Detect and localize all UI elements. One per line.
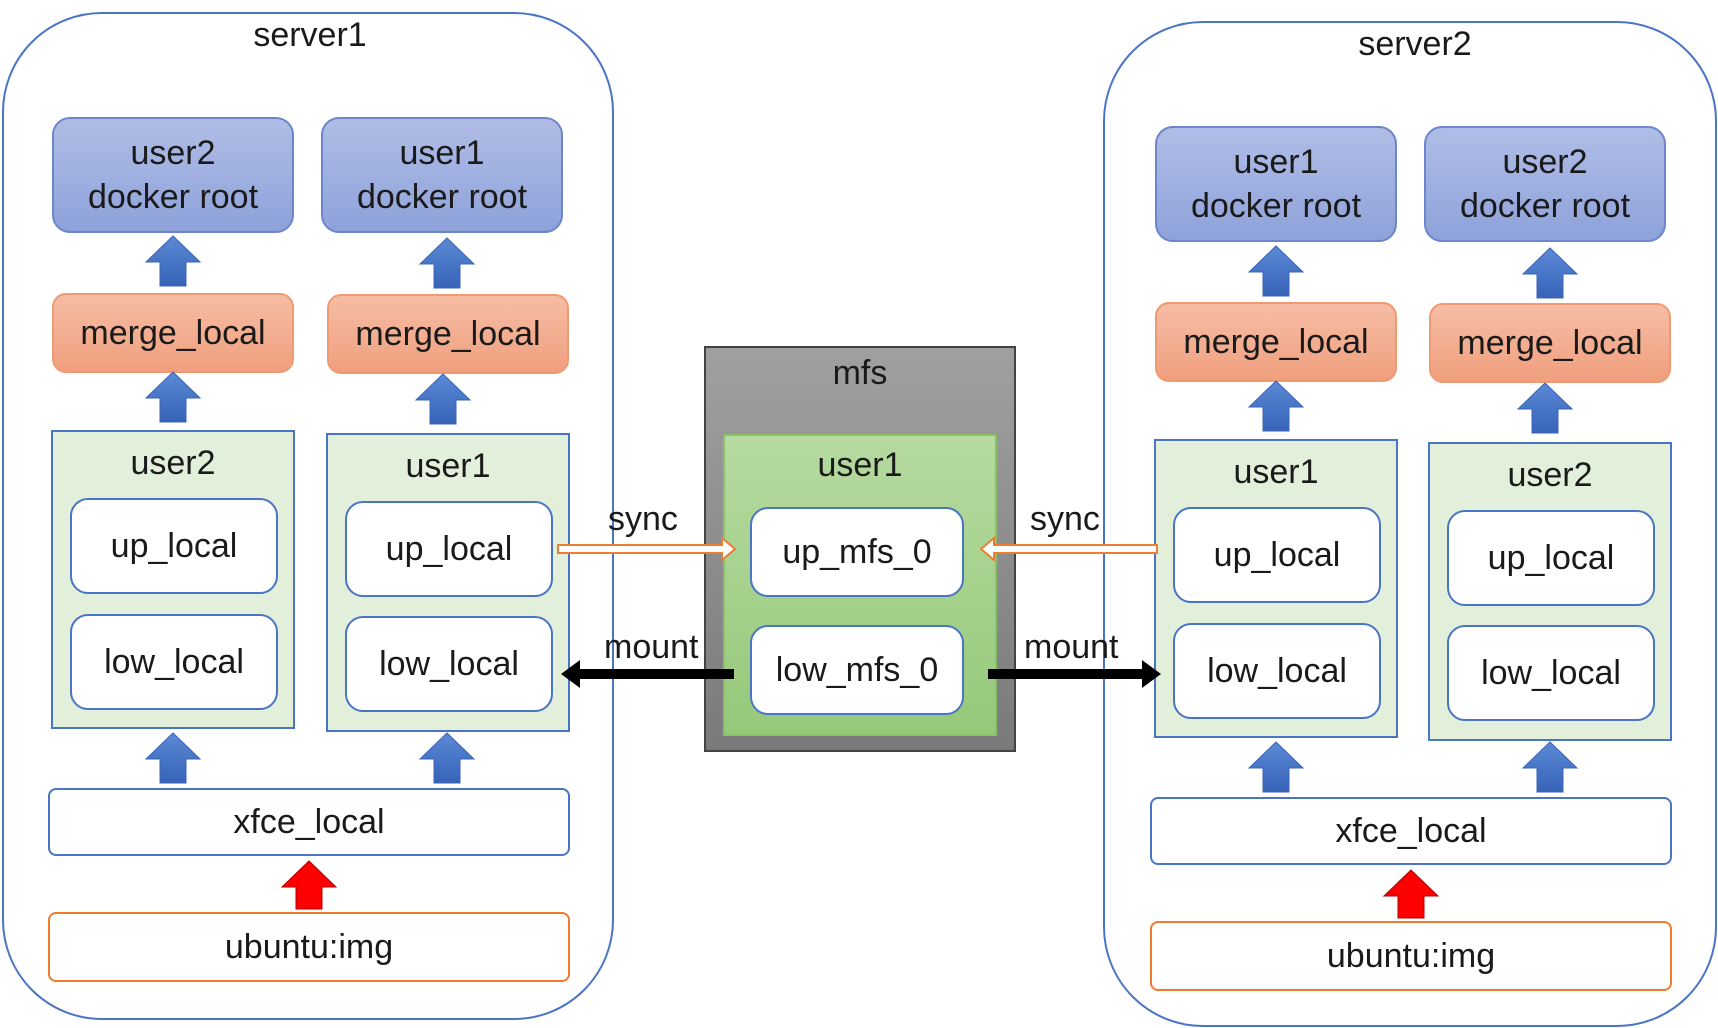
server1-user1-low-local: low_local [345,616,553,712]
server2-up-arrow-xfce-b [1521,741,1579,793]
mount-right-label: mount [1024,628,1119,666]
server2-up-arrow-merge-a [1247,380,1305,432]
mfs-user1-layer-group: user1 up_mfs_0 low_mfs_0 [723,434,997,736]
server2-up-arrow-docker-a [1247,245,1305,297]
mfs-title: mfs [832,354,888,392]
server2-user1-layer-group: user1 up_local low_local [1154,439,1398,738]
server2-user2-label: user2 [1507,456,1593,494]
server1-user2-up-local: up_local [70,498,278,594]
server1-user1-label: user1 [405,447,491,485]
server1-user2-low-local: low_local [70,614,278,710]
server2-user2-layer-group: user2 up_local low_local [1428,442,1672,741]
server1-ubuntu-img: ubuntu:img [48,912,570,982]
server1-red-up-arrow [280,860,338,910]
mfs-low-mfs-0: low_mfs_0 [750,625,964,715]
server2-up-arrow-merge-b [1516,382,1574,434]
mount-arrow-right [988,660,1161,688]
server2-user2-merge-local: merge_local [1429,303,1671,383]
server1-user1-docker-root: user1 docker root [321,117,563,233]
server1-up-arrow-xfce-a [144,732,202,784]
server1-up-arrow-xfce-b [418,732,476,784]
server2-ubuntu-img: ubuntu:img [1150,921,1672,991]
server1-up-arrow-merge-a [144,371,202,423]
sync-left-label: sync [608,500,678,538]
server2-user2-docker-root: user2 docker root [1424,126,1666,242]
server2-up-arrow-xfce-a [1247,741,1305,793]
server1-user1-merge-local: merge_local [327,294,569,374]
server2-user1-up-local: up_local [1173,507,1381,603]
server2-title: server2 [1358,25,1472,63]
server2-user2-low-local: low_local [1447,625,1655,721]
sync-right-label: sync [1030,500,1100,538]
mfs-user1-label: user1 [817,446,903,484]
server1-user2-label: user2 [130,444,216,482]
server2-red-up-arrow [1382,869,1440,919]
server1-up-arrow-merge-b [414,373,472,425]
server1-user1-up-local: up_local [345,501,553,597]
sync-arrow-right [979,535,1158,563]
mount-arrow-left [561,660,734,688]
server2-user2-up-local: up_local [1447,510,1655,606]
mount-left-label: mount [604,628,699,666]
sync-arrow-left [557,535,737,563]
server1-title: server1 [253,16,367,54]
server2-user1-low-local: low_local [1173,623,1381,719]
server1-up-arrow-docker-b [418,237,476,289]
server1-user2-docker-root: user2 docker root [52,117,294,233]
server2-up-arrow-docker-b [1521,247,1579,299]
server2-user1-docker-root: user1 docker root [1155,126,1397,242]
server2-user1-merge-local: merge_local [1155,302,1397,382]
server1-up-arrow-docker-a [144,235,202,287]
mfs-up-mfs-0: up_mfs_0 [750,507,964,597]
server1-user2-layer-group: user2 up_local low_local [51,430,295,729]
server1-user1-layer-group: user1 up_local low_local [326,433,570,732]
server2-xfce-local: xfce_local [1150,797,1672,865]
server2-user1-label: user1 [1233,453,1319,491]
server1-xfce-local: xfce_local [48,788,570,856]
